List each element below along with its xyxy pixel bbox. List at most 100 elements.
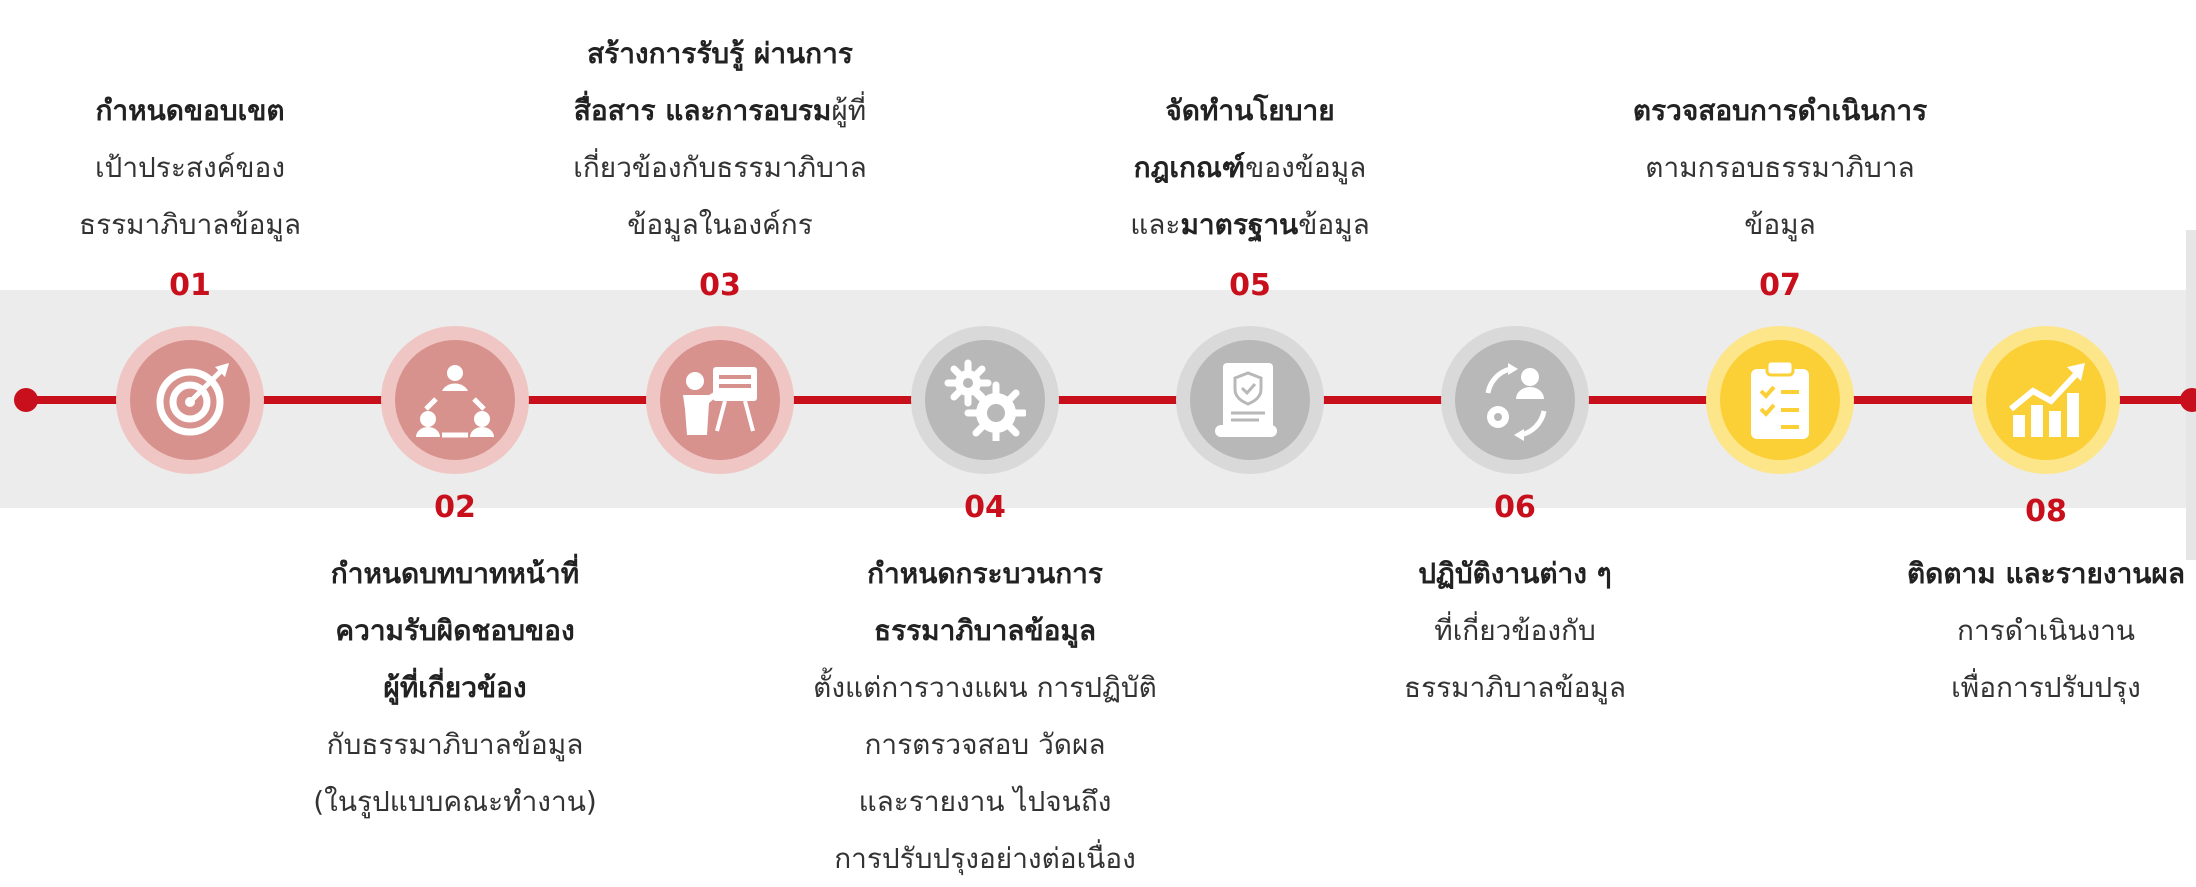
step-04-icon-circle: [911, 326, 1059, 474]
team-collaboration-icon: [416, 365, 494, 438]
gears-icon: [944, 359, 1026, 441]
body-text: กับธรรมาภิบาลข้อมูล: [326, 728, 584, 761]
description-line: เป้าประสงค์ของ: [0, 139, 400, 196]
bold-text: มาตรฐาน: [1180, 208, 1299, 241]
policy-document-icon: [1215, 363, 1277, 437]
step-number: 04: [964, 490, 1006, 525]
bold-text: ธรรมาภิบาลข้อมูล: [873, 614, 1097, 647]
description-line: ตั้งแต่การวางแผน การปฏิบัติ: [775, 659, 1195, 716]
step-01-icon-circle: [116, 326, 264, 474]
description-line: การตรวจสอบ วัดผล: [775, 716, 1195, 773]
step-number: 03: [699, 268, 741, 303]
step-03-icon-inner: [660, 340, 780, 460]
target-icon: [156, 363, 229, 436]
step-03-icon-circle: [646, 326, 794, 474]
description-line: กฎเกณฑ์ของข้อมูล: [1040, 139, 1460, 196]
step-02-icon-circle: [381, 326, 529, 474]
step-05-icon-inner: [1190, 340, 1310, 460]
step-07-icon-circle: [1706, 326, 1854, 474]
step-number: 07: [1759, 268, 1801, 303]
bold-text: กำหนดกระบวนการ: [867, 557, 1103, 590]
description-line: ผู้ที่เกี่ยวข้อง: [245, 659, 665, 716]
body-text: และ: [1130, 208, 1181, 241]
description-line: กับธรรมาภิบาลข้อมูล: [245, 716, 665, 773]
description-line: การปรับปรุงอย่างต่อเนื่อง: [775, 830, 1195, 887]
description-line: ความรับผิดชอบของ: [245, 602, 665, 659]
description-line: เกี่ยวข้องกับธรรมาภิบาล: [510, 139, 930, 196]
step-02-description: กำหนดบทบาทหน้าที่ความรับผิดชอบของผู้ที่เ…: [245, 545, 665, 830]
step-05-icon-circle: [1176, 326, 1324, 474]
body-text: ของข้อมูล: [1245, 151, 1367, 184]
timeline-end-dot: [2180, 388, 2196, 412]
step-number: 05: [1229, 268, 1271, 303]
bold-text: กฎเกณฑ์: [1133, 151, 1246, 184]
body-text: การปรับปรุงอย่างต่อเนื่อง: [834, 842, 1136, 875]
body-text: การตรวจสอบ วัดผล: [864, 728, 1106, 761]
description-line: สร้างการรับรู้ ผ่านการ: [510, 25, 930, 82]
body-text: ข้อมูล: [1744, 208, 1816, 241]
description-line: เพื่อการปรับปรุง: [1836, 659, 2196, 716]
description-line: ตามกรอบธรรมาภิบาล: [1570, 139, 1990, 196]
body-text: ธรรมาภิบาลข้อมูล: [1403, 671, 1627, 704]
description-line: ติดตาม และรายงานผล: [1836, 545, 2196, 602]
description-line: ที่เกี่ยวข้องกับ: [1305, 602, 1725, 659]
description-line: ข้อมูลในองค์กร: [510, 196, 930, 253]
step-02-icon-inner: [395, 340, 515, 460]
body-text: ตามกรอบธรรมาภิบาล: [1645, 151, 1915, 184]
step-04-icon-inner: [925, 340, 1045, 460]
step-08-description: ติดตาม และรายงานผลการดำเนินงานเพื่อการปร…: [1836, 545, 2196, 716]
description-line: สื่อสาร และการอบรมผู้ที่: [510, 82, 930, 139]
description-line: และรายงาน ไปจนถึง: [775, 773, 1195, 830]
step-number: 08: [2025, 494, 2067, 529]
body-text: เกี่ยวข้องกับธรรมาภิบาล: [573, 151, 867, 184]
body-text: เพื่อการปรับปรุง: [1951, 671, 2141, 704]
body-text: ที่เกี่ยวข้องกับ: [1434, 614, 1596, 647]
description-line: ธรรมาภิบาลข้อมูล: [775, 602, 1195, 659]
growth-chart-icon: [2009, 363, 2085, 437]
bold-text: กำหนดขอบเขต: [95, 94, 285, 127]
description-line: จัดทำนโยบาย: [1040, 82, 1460, 139]
step-number: 01: [169, 268, 211, 303]
step-number: 02: [434, 490, 476, 525]
bold-text: ติดตาม และรายงานผล: [1907, 557, 2185, 590]
description-line: ธรรมาภิบาลข้อมูล: [0, 196, 400, 253]
description-line: ข้อมูล: [1570, 196, 1990, 253]
body-text: และรายงาน ไปจนถึง: [858, 785, 1112, 818]
step-01-icon-inner: [130, 340, 250, 460]
description-line: กำหนดกระบวนการ: [775, 545, 1195, 602]
step-03-description: สร้างการรับรู้ ผ่านการสื่อสาร และการอบรม…: [510, 25, 930, 253]
step-06-description: ปฏิบัติงานต่าง ๆที่เกี่ยวข้องกับธรรมาภิบ…: [1305, 545, 1725, 716]
body-text: ตั้งแต่การวางแผน การปฏิบัติ: [813, 671, 1157, 704]
presentation-board-icon: [683, 367, 757, 435]
step-number: 06: [1494, 490, 1536, 525]
description-line: กำหนดขอบเขต: [0, 82, 400, 139]
step-06-icon-circle: [1441, 326, 1589, 474]
bold-text: สื่อสาร และการอบรม: [573, 94, 832, 127]
step-07-description: ตรวจสอบการดำเนินการตามกรอบธรรมาภิบาลข้อม…: [1570, 82, 1990, 253]
body-text: ข้อมูลในองค์กร: [627, 208, 813, 241]
bold-text: ความรับผิดชอบของ: [335, 614, 575, 647]
body-text: การดำเนินงาน: [1956, 614, 2135, 647]
step-08-icon-circle: [1972, 326, 2120, 474]
step-07-icon-inner: [1720, 340, 1840, 460]
timeline-start-dot: [14, 388, 38, 412]
description-line: และมาตรฐานข้อมูล: [1040, 196, 1460, 253]
description-line: กำหนดบทบาทหน้าที่: [245, 545, 665, 602]
bold-text: สร้างการรับรู้ ผ่านการ: [587, 37, 853, 70]
step-05-description: จัดทำนโยบายกฎเกณฑ์ของข้อมูลและมาตรฐานข้อ…: [1040, 82, 1460, 253]
timeline-line: [26, 396, 2196, 404]
description-line: (ในรูปแบบคณะทำงาน): [245, 773, 665, 830]
body-text: (ในรูปแบบคณะทำงาน): [313, 785, 597, 818]
body-text: ผู้ที่: [831, 94, 867, 127]
body-text: ธรรมาภิบาลข้อมูล: [78, 208, 302, 241]
bold-text: ตรวจสอบการดำเนินการ: [1632, 94, 1928, 127]
step-06-icon-inner: [1455, 340, 1575, 460]
bold-text: ผู้ที่เกี่ยวข้อง: [383, 671, 527, 704]
description-line: ธรรมาภิบาลข้อมูล: [1305, 659, 1725, 716]
bold-text: ปฏิบัติงานต่าง ๆ: [1418, 557, 1612, 590]
body-text: ข้อมูล: [1298, 208, 1370, 241]
bold-text: จัดทำนโยบาย: [1165, 94, 1335, 127]
description-line: ตรวจสอบการดำเนินการ: [1570, 82, 1990, 139]
step-08-icon-inner: [1986, 340, 2106, 460]
body-text: เป้าประสงค์ของ: [94, 151, 286, 184]
